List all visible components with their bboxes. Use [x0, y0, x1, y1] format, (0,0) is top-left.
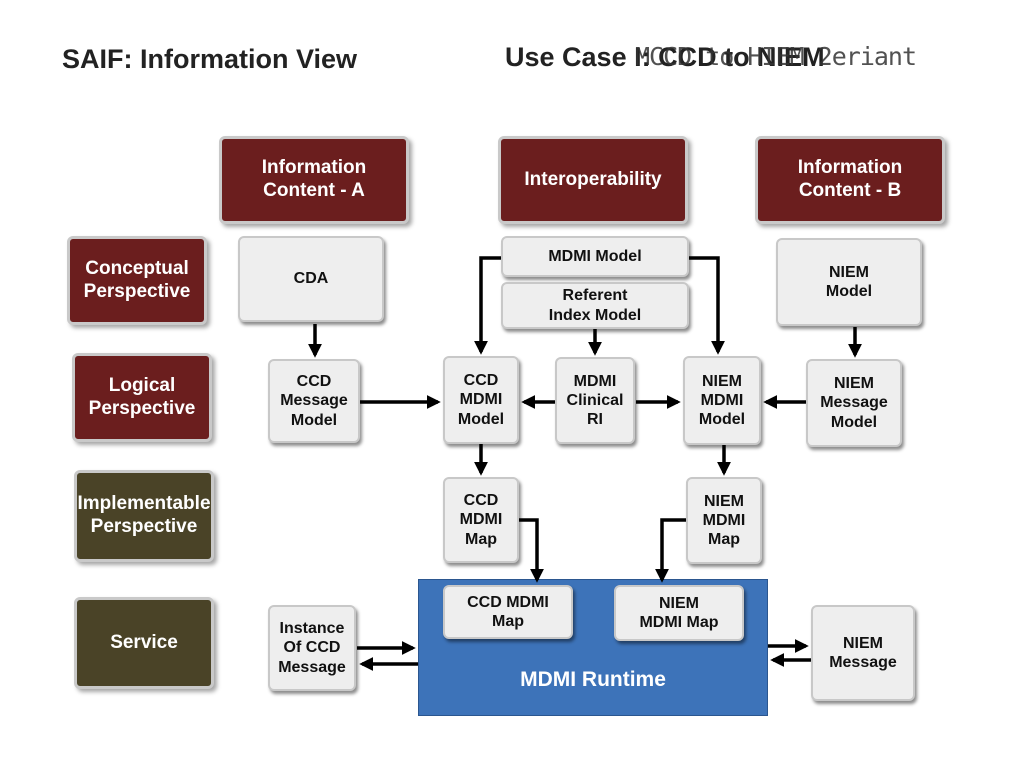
node-mdmi-clinical-ri: MDMI Clinical RI — [555, 357, 635, 444]
node-cda: CDA — [238, 236, 384, 322]
node-niem-model: NIEM Model — [776, 238, 922, 326]
page-title: SAIF: Information View — [62, 44, 358, 74]
node-instance-of-ccd-message: Instance Of CCD Message — [268, 605, 356, 691]
perspective-logical: Logical Perspective — [72, 353, 212, 442]
node-referent-index-model: Referent Index Model — [501, 282, 689, 329]
use-case-title-overlay: MCCD to HIEM 2eriant — [635, 42, 917, 71]
use-case-title-text: Use Case I: CCD to NIEM — [505, 42, 825, 72]
arrow-mdmi-model-to-ccd-mdmi-model — [474, 256, 501, 355]
perspective-conceptual: Conceptual Perspective — [67, 236, 207, 325]
node-niem-message: NIEM Message — [811, 605, 915, 701]
node-niem-mdmi-model: NIEM MDMI Model — [683, 356, 761, 445]
node-runtime-niem-mdmi-map: NIEM MDMI Map — [614, 585, 744, 641]
node-ccd-mdmi-model: CCD MDMI Model — [443, 356, 519, 444]
node-niem-message-model: NIEM Message Model — [806, 359, 902, 447]
header-interoperability: Interoperability — [498, 136, 688, 224]
arrow-niem-map-to-runtime — [655, 518, 686, 583]
arrow-mdmi-model-to-niem-mdmi-model — [689, 256, 725, 355]
use-case-title: Use Case I: CCD to NIEM MCCD to HIEM 2er… — [505, 42, 917, 73]
header-information-content-a: Information Content - A — [219, 136, 409, 224]
node-ccd-mdmi-map: CCD MDMI Map — [443, 477, 519, 563]
node-niem-mdmi-map: NIEM MDMI Map — [686, 477, 762, 564]
node-ccd-message-model: CCD Message Model — [268, 359, 360, 443]
node-mdmi-model: MDMI Model — [501, 236, 689, 277]
mdmi-runtime-label: MDMI Runtime — [520, 668, 666, 691]
perspective-implementable: Implementable Perspective — [74, 470, 214, 562]
arrow-ccd-map-to-runtime — [519, 518, 544, 583]
node-runtime-ccd-mdmi-map: CCD MDMI Map — [443, 585, 573, 639]
header-information-content-b: Information Content - B — [755, 136, 945, 224]
perspective-service: Service — [74, 597, 214, 689]
